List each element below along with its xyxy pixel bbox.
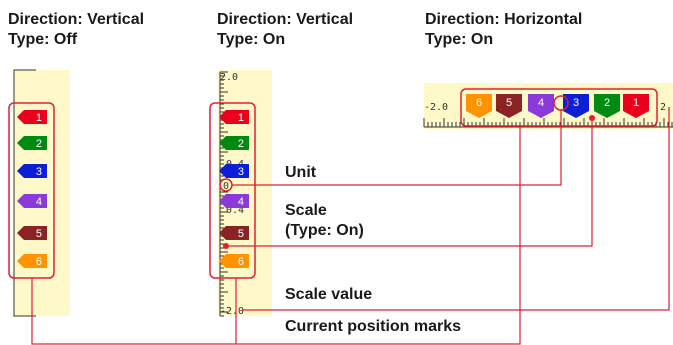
panel-3-display: -2.0 2. 6 5 4 3 2 1	[423, 83, 673, 129]
panel-3-mark-5-label: 5	[506, 97, 512, 109]
panel-1-mark-6	[17, 254, 47, 268]
panel-1-type: Type: Off	[8, 31, 78, 48]
panel-1-mark-6-label: 6	[36, 256, 42, 268]
panel-1-marks: 1 2 3 4 5 6	[17, 110, 47, 268]
panel-3-direction: Direction: Horizontal	[425, 11, 583, 28]
panel-1-scale-bracket	[13, 69, 36, 317]
unit-callout-label: Unit	[285, 164, 317, 181]
panel-3-type: Type: On	[425, 31, 494, 48]
scale-callout-line1: Scale	[285, 202, 327, 219]
panel-3-mark-4	[528, 94, 554, 118]
panel-2-mark-1-label: 1	[238, 112, 244, 124]
unit-leader-line	[232, 110, 562, 186]
panel-1-mark-5-label: 5	[36, 228, 42, 240]
panel-1-mark-3	[17, 164, 47, 178]
panel-3-scale-right-value: 2.	[660, 102, 672, 113]
panel-1-mark-2-label: 2	[36, 138, 42, 150]
current-position-marks-callout-label: Current position marks	[285, 318, 462, 335]
panel-1-display: 1 2 3 4 5 6	[8, 69, 70, 317]
scale-value-leader-line	[242, 107, 670, 311]
panel-3-mark-3-label: 3	[573, 97, 579, 109]
panel-1-mark-3-label: 3	[36, 166, 42, 178]
leader-lines	[31, 107, 670, 345]
panel-2-mark-6	[219, 254, 249, 268]
panel-3-scale-left-value: -2.0	[424, 102, 448, 113]
panel-2-direction: Direction: Vertical	[217, 11, 354, 28]
scale-value-callout-label: Scale value	[285, 286, 373, 303]
panel-3-mark-1	[623, 94, 649, 118]
panel-3-mark-2	[594, 94, 620, 118]
scale-callout-line2: (Type: On)	[285, 222, 364, 239]
panel-3-mark-1-label: 1	[633, 97, 639, 109]
panel-2-mark-5-label: 5	[238, 228, 244, 240]
panel-2-scale-point	[223, 243, 229, 249]
scale-leader-line	[229, 121, 593, 247]
panel-2-unit-value: 0	[223, 181, 229, 192]
panel-2-mark-3-label: 3	[238, 166, 244, 178]
panel-2-scale-area	[218, 70, 272, 316]
panel-2-mark-4-label: 4	[238, 196, 244, 208]
panel-3-marks: 6 5 4 3 2 1	[466, 94, 649, 118]
panel-2-mark-6-label: 6	[238, 256, 244, 268]
panel-2-heading: Direction: Vertical Type: On	[217, 10, 353, 50]
panel-3-mark-6	[466, 94, 492, 118]
panel-1-mark-5	[17, 226, 47, 240]
panel-1-direction: Direction: Vertical	[8, 11, 145, 28]
panel-1-scale-area	[14, 70, 70, 316]
panel-3-scale-point	[589, 115, 595, 121]
panel-2-mark-5	[219, 226, 249, 240]
panel-1-mark-2	[17, 136, 47, 150]
panel-2-mark-1	[219, 110, 249, 124]
panel-3-mark-4-label: 4	[538, 97, 544, 109]
panel-1-heading: Direction: Vertical Type: Off	[8, 10, 144, 50]
panel-2-mark-3	[219, 164, 249, 178]
panel-2-marks: 1 2 3 4 5 6	[219, 110, 249, 268]
panel-1-mark-1	[17, 110, 47, 124]
panel-3-heading: Direction: Horizontal Type: On	[425, 10, 582, 50]
panel-3-mark-5	[496, 94, 522, 118]
panel-1-mark-4-label: 4	[36, 196, 42, 208]
panel-3-mark-2-label: 2	[604, 97, 610, 109]
panel-1-mark-1-label: 1	[36, 112, 42, 124]
panel-2-scale-top-value: 2.0	[220, 72, 238, 83]
panel-2-scale-lower-mid-value: 0.4	[226, 205, 244, 216]
panel-2-scale-bottom-value: -2.0	[220, 306, 244, 317]
panel-2-mark-2-label: 2	[238, 138, 244, 150]
scale-callout-label: Scale (Type: On)	[285, 201, 364, 241]
panel-3-mark-6-label: 6	[476, 97, 482, 109]
panel-1-mark-4	[17, 194, 47, 208]
panel-2-mark-4	[219, 194, 249, 208]
panel-2-marks-highlight	[209, 102, 256, 279]
panel-2-type: Type: On	[217, 31, 286, 48]
panel-2-mark-2	[219, 136, 249, 150]
current-position-marks-leader-line	[31, 126, 521, 345]
panel-3-marks-highlight	[460, 88, 658, 127]
panel-3-mark-3	[563, 94, 589, 118]
